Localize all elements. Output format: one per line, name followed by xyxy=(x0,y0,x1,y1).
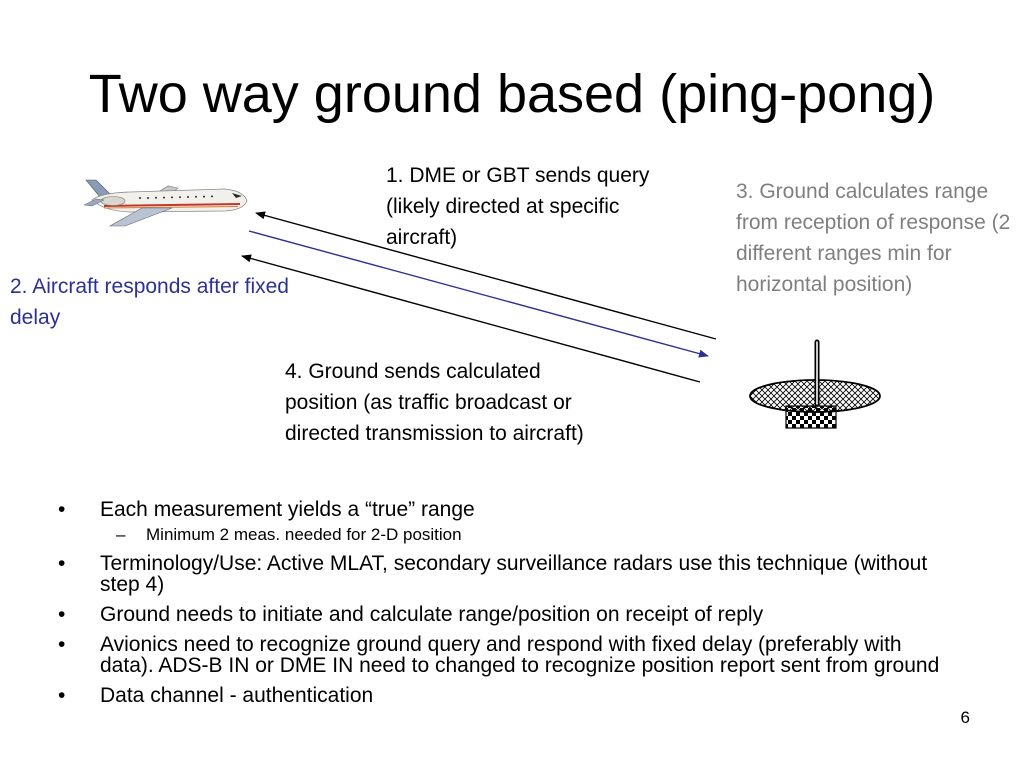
bullet-item: • Data channel - authentication xyxy=(58,685,958,706)
position-broadcast-arrow xyxy=(241,254,701,383)
aircraft-icon xyxy=(83,179,248,227)
bullet-text: Ground needs to initiate and calculate r… xyxy=(100,603,764,626)
step2-callout: 2. Aircraft responds after fixed delay xyxy=(10,275,289,329)
bullet-item: • Each measurement yields a “true” range xyxy=(58,499,958,520)
query-arrow xyxy=(255,211,717,340)
bullet-text: Terminology/Use: Active MLAT, secondary … xyxy=(100,552,928,596)
bullet-item: • Terminology/Use: Active MLAT, secondar… xyxy=(58,553,958,595)
sub-bullet-item: – Minimum 2 meas. needed for 2-D positio… xyxy=(58,525,958,544)
step1-callout: 1. DME or GBT sends query (likely direct… xyxy=(386,164,650,249)
bullet-marker: • xyxy=(58,552,66,575)
bullet-text: Each measurement yields a “true” range xyxy=(100,498,475,521)
sub-bullet-marker: – xyxy=(116,525,126,544)
step3-callout: 3. Ground calculates range from receptio… xyxy=(736,180,1011,296)
step4-callout: 4. Ground sends calculated position (as … xyxy=(285,360,584,445)
bullet-text: Data channel - authentication xyxy=(100,684,374,707)
bullet-list: • Each measurement yields a “true” range… xyxy=(58,499,958,715)
bullet-marker: • xyxy=(58,498,66,521)
response-arrow xyxy=(248,230,709,358)
bullet-marker: • xyxy=(58,603,66,626)
page-number: 6 xyxy=(960,708,970,727)
ground-station-icon xyxy=(749,339,881,429)
bullet-marker: • xyxy=(58,684,66,707)
bullet-item: • Ground needs to initiate and calculate… xyxy=(58,604,958,625)
bullet-marker: • xyxy=(58,633,66,656)
slide-title: Two way ground based (ping-pong) xyxy=(88,64,936,124)
bullet-text: Avionics need to recognize ground query … xyxy=(100,633,940,677)
bullet-item: • Avionics need to recognize ground quer… xyxy=(58,634,958,676)
sub-bullet-text: Minimum 2 meas. needed for 2-D position xyxy=(146,525,462,544)
